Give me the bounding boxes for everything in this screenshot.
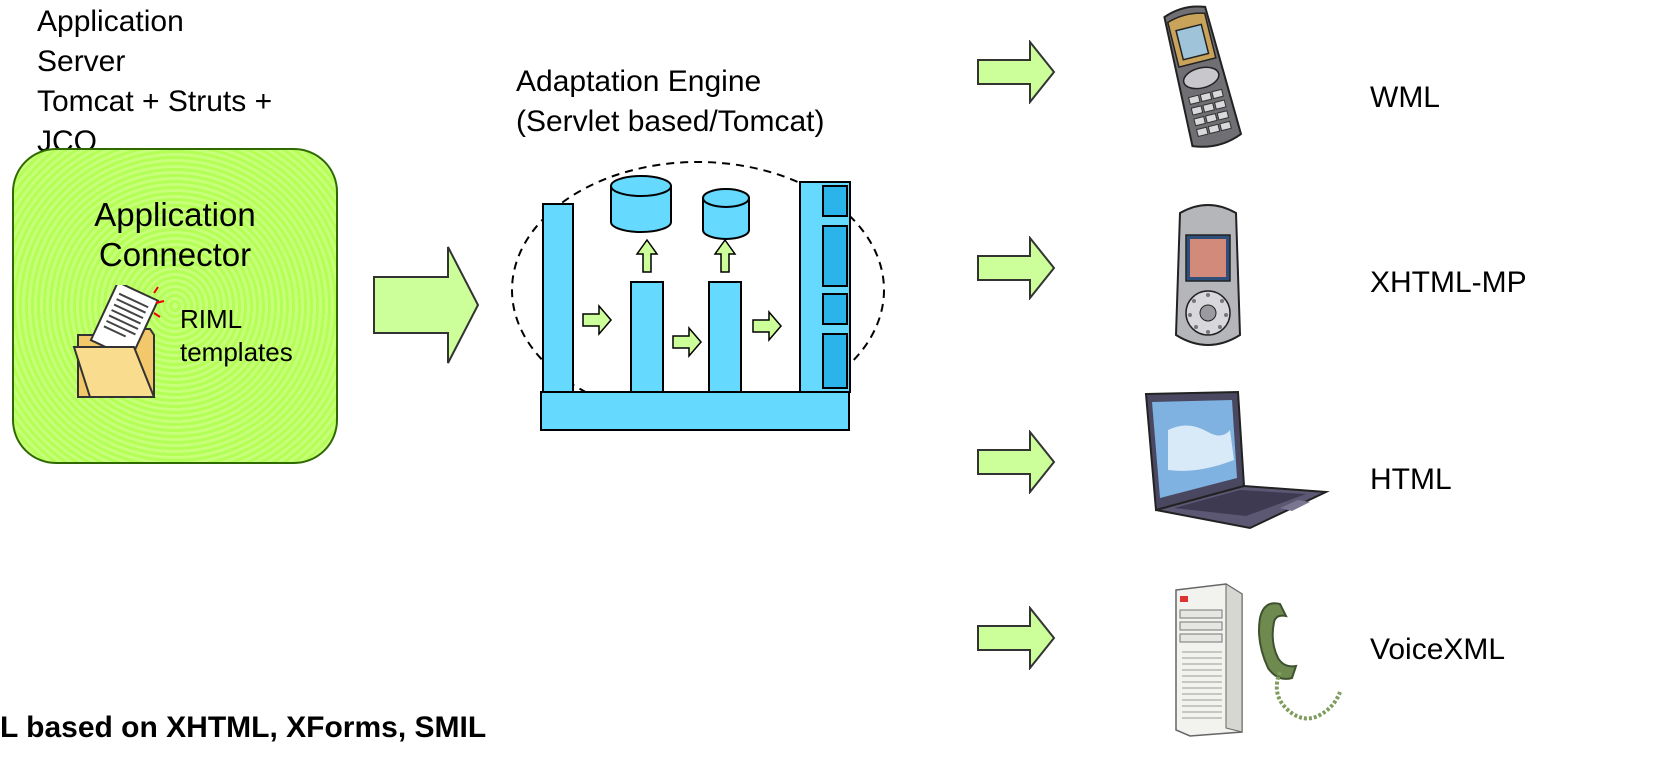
small-right-arrow-icon xyxy=(672,325,702,359)
riml-templates-label: RIML templates xyxy=(180,303,293,369)
small-right-arrow-icon xyxy=(752,309,782,343)
adaptation-engine-diagram xyxy=(511,161,885,431)
output-arrow-voicexml xyxy=(977,606,1056,670)
output-arrow-html xyxy=(977,430,1056,494)
up-arrow-icon xyxy=(713,238,737,273)
engine-stage-column xyxy=(630,281,664,393)
nokia-phone-icon xyxy=(1174,204,1242,346)
server-telephone-icon xyxy=(1175,583,1342,737)
engine-title-line: Adaptation Engine xyxy=(516,65,762,98)
adaptation-engine-title: Adaptation Engine (Servlet based/Tomcat) xyxy=(516,62,824,142)
engine-stage-column xyxy=(708,281,742,393)
big-right-arrow xyxy=(373,246,480,364)
device-label-wml: WML xyxy=(1370,81,1440,114)
database-icon xyxy=(702,188,750,240)
riml-label-line: templates xyxy=(180,337,293,367)
server-label-line: Tomcat + Struts + xyxy=(37,85,273,118)
engine-title-line: (Servlet based/Tomcat) xyxy=(516,105,825,138)
device-label-html: HTML xyxy=(1370,463,1452,496)
database-icon xyxy=(610,175,672,233)
engine-input-column xyxy=(542,203,574,393)
laptop-icon xyxy=(1144,390,1330,530)
application-server-label: Application Server Tomcat + Struts + JCO xyxy=(37,2,337,162)
riml-label-line: RIML xyxy=(180,304,243,334)
application-connector-box xyxy=(12,148,338,464)
server-label-line: Application xyxy=(37,5,184,38)
engine-base-bar xyxy=(540,391,850,431)
small-right-arrow-icon xyxy=(582,303,612,337)
device-label-voicexml: VoiceXML xyxy=(1370,633,1506,666)
engine-boundary-ellipse xyxy=(511,161,885,419)
output-arrow-xhtml xyxy=(977,236,1056,300)
connector-title: Application Connector xyxy=(60,195,290,275)
connector-title-line: Connector xyxy=(98,236,252,273)
up-arrow-icon xyxy=(635,238,659,273)
device-label-xhtml-mp: XHTML-MP xyxy=(1370,266,1527,299)
footer-text: L based on XHTML, XForms, SMIL xyxy=(0,711,487,744)
output-arrow-wml xyxy=(977,40,1056,104)
connector-title-line: Application xyxy=(94,196,256,233)
server-label-line: Server xyxy=(37,45,126,78)
folder-document-icon xyxy=(72,285,165,398)
mobile-phone-icon xyxy=(1163,5,1242,148)
